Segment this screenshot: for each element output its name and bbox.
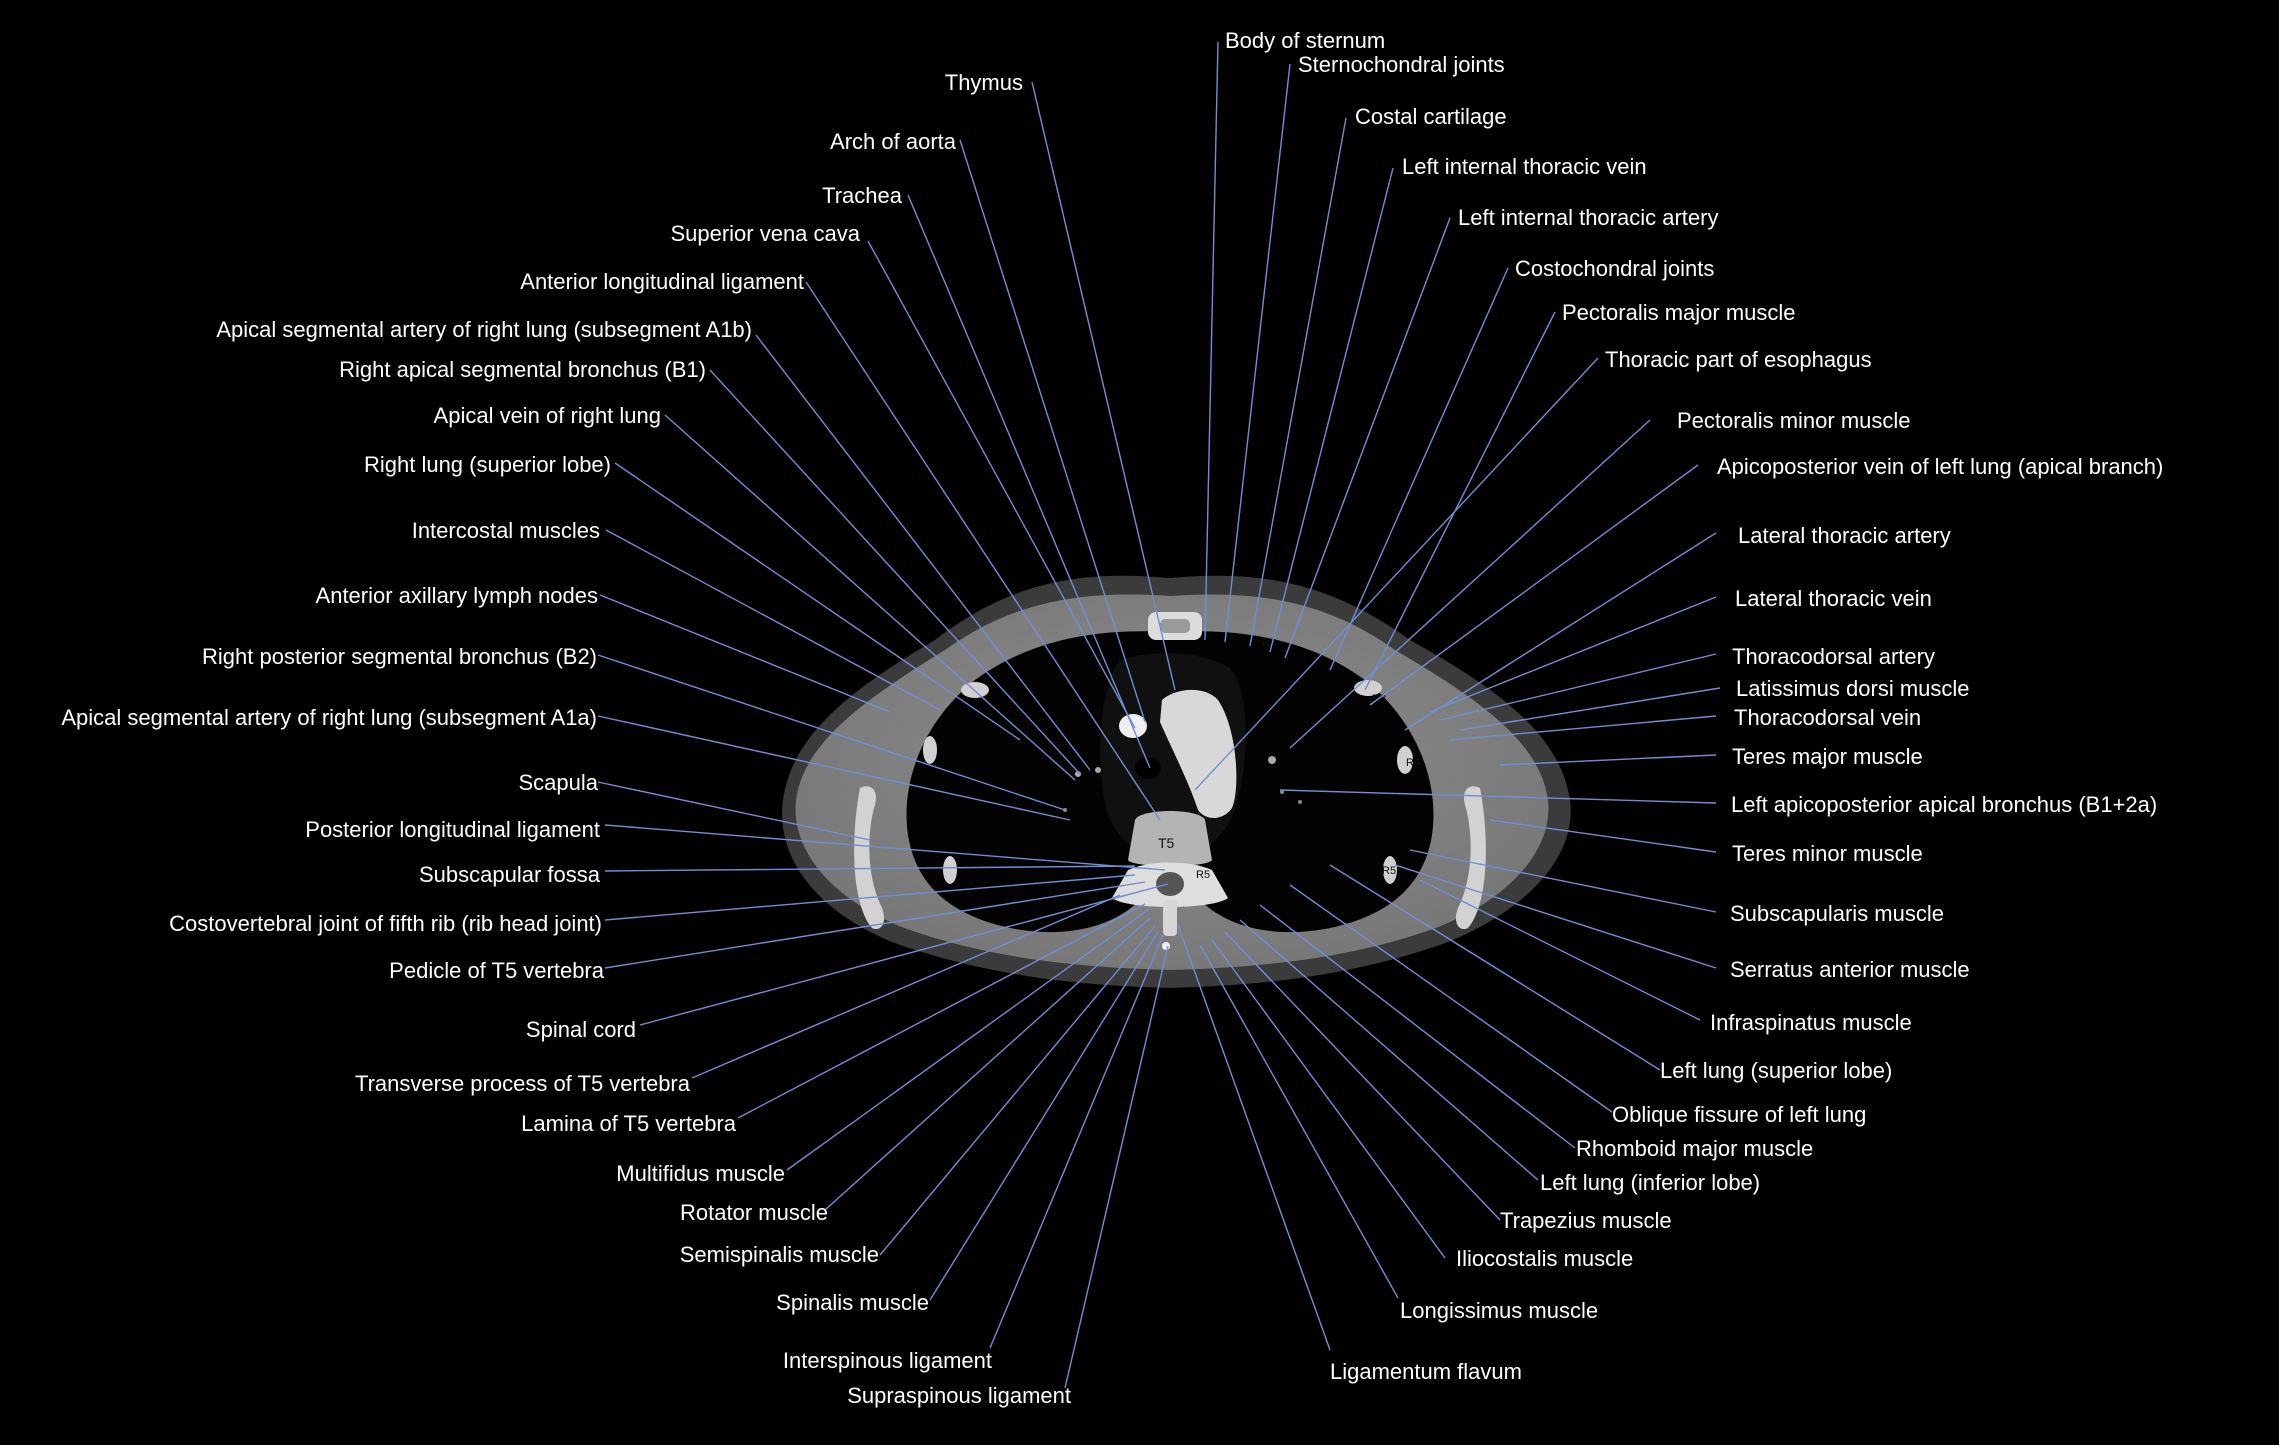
label-left-lung-inferior-lobe: Left lung (inferior lobe) [1540,1170,1760,1195]
label-subscapular-fossa: Subscapular fossa [419,862,601,887]
rib-right-lateral [961,682,989,698]
leader-lines [597,41,1721,1389]
label-left-apicoposterior-apical-bronchus: Left apicoposterior apical bronchus (B1+… [1731,792,2157,817]
label-trapezius-muscle: Trapezius muscle [1500,1208,1672,1233]
label-thoracodorsal-artery: Thoracodorsal artery [1732,644,1935,669]
label-body-of-sternum: Body of sternum [1225,28,1385,53]
label-right-lung-superior-lobe: Right lung (superior lobe) [364,452,611,477]
label-posterior-longitudinal-ligament: Posterior longitudinal ligament [305,817,600,842]
label-infraspinatus-muscle: Infraspinatus muscle [1710,1010,1912,1035]
labels-right: Lateral thoracic artery Lateral thoracic… [1330,523,2157,1384]
label-serratus-anterior-muscle: Serratus anterior muscle [1730,957,1970,982]
label-thymus: Thymus [945,70,1023,95]
label-apical-vein-of-right-lung: Apical vein of right lung [434,403,661,428]
rib-right-anterior [923,736,937,764]
label-lateral-thoracic-vein: Lateral thoracic vein [1735,586,1932,611]
label-rotator-muscle: Rotator muscle [680,1200,828,1225]
label-thoracodorsal-vein: Thoracodorsal vein [1734,705,1921,730]
label-left-lung-superior-lobe: Left lung (superior lobe) [1660,1058,1892,1083]
marker-t5: T5 [1158,835,1175,851]
label-anterior-axillary-lymph-nodes: Anterior axillary lymph nodes [316,583,598,608]
label-spinal-cord: Spinal cord [526,1017,636,1042]
label-superior-vena-cava: Superior vena cava [670,221,860,246]
label-scapula: Scapula [518,770,598,795]
label-right-apical-segmental-bronchus: Right apical segmental bronchus (B1) [339,357,706,382]
rib-left-lateral [1397,746,1413,774]
label-thoracic-part-of-esophagus: Thoracic part of esophagus [1605,347,1872,372]
labels-left: Intercostal muscles Anterior axillary ly… [61,518,1071,1408]
rib-right-posterior [943,856,957,884]
ct-slice-image [782,575,1571,988]
right-scapula-shape [854,786,885,930]
label-costal-cartilage: Costal cartilage [1355,104,1507,129]
label-longissimus-muscle: Longissimus muscle [1400,1298,1598,1323]
label-costovertebral-joint: Costovertebral joint of fifth rib (rib h… [169,911,602,936]
label-sternochondral-joints: Sternochondral joints [1298,52,1505,77]
label-ligamentum-flavum: Ligamentum flavum [1330,1359,1522,1384]
label-trachea: Trachea [822,183,903,208]
label-lateral-thoracic-artery: Lateral thoracic artery [1738,523,1951,548]
marker-r5-left: R5 [1382,865,1396,877]
label-transverse-process-t5: Transverse process of T5 vertebra [355,1071,691,1096]
label-teres-minor-muscle: Teres minor muscle [1732,841,1923,866]
bone-markers: T5 R2 R3 R4 R5 R5 [1158,637,1420,881]
label-rhomboid-major-muscle: Rhomboid major muscle [1576,1136,1813,1161]
label-intercostal-muscles: Intercostal muscles [412,518,600,543]
left-scapula-shape [1455,786,1486,930]
marker-r4: R4 [1406,757,1420,769]
label-apical-segmental-artery-a1a: Apical segmental artery of right lung (s… [61,705,597,730]
labels-top: Body of sternum Sternochondral joints Th… [216,28,2163,479]
label-pedicle-t5: Pedicle of T5 vertebra [389,958,605,983]
rib-left-posterior [1383,856,1397,884]
marker-r5-right: R5 [1196,869,1210,881]
label-anterior-longitudinal-ligament: Anterior longitudinal ligament [520,269,804,294]
label-arch-of-aorta: Arch of aorta [830,129,957,154]
label-spinalis-muscle: Spinalis muscle [776,1290,929,1315]
aortic-arch-shape [1160,689,1237,818]
label-lamina-t5: Lamina of T5 vertebra [521,1111,737,1136]
label-left-internal-thoracic-vein: Left internal thoracic vein [1402,154,1647,179]
label-pectoralis-major-muscle: Pectoralis major muscle [1562,300,1796,325]
label-apical-segmental-artery-a1b: Apical segmental artery of right lung (s… [216,317,752,342]
label-costochondral-joints: Costochondral joints [1515,256,1714,281]
label-iliocostalis-muscle: Iliocostalis muscle [1456,1246,1633,1271]
label-subscapularis-muscle: Subscapularis muscle [1730,901,1944,926]
label-apicoposterior-vein-left-lung: Apicoposterior vein of left lung (apical… [1717,454,2163,479]
label-latissimus-dorsi-muscle: Latissimus dorsi muscle [1736,676,1970,701]
label-pectoralis-minor-muscle: Pectoralis minor muscle [1677,408,1911,433]
vertebra-shape [1112,811,1228,950]
label-interspinous-ligament: Interspinous ligament [783,1348,992,1373]
label-oblique-fissure-left-lung: Oblique fissure of left lung [1612,1102,1866,1127]
label-multifidus-muscle: Multifidus muscle [616,1161,785,1186]
label-teres-major-muscle: Teres major muscle [1732,744,1923,769]
label-supraspinous-ligament: Supraspinous ligament [847,1383,1071,1408]
label-semispinalis-muscle: Semispinalis muscle [680,1242,879,1267]
label-left-internal-thoracic-artery: Left internal thoracic artery [1458,205,1718,230]
label-right-posterior-segmental-bronchus: Right posterior segmental bronchus (B2) [202,644,597,669]
trachea-shape [1135,757,1161,779]
